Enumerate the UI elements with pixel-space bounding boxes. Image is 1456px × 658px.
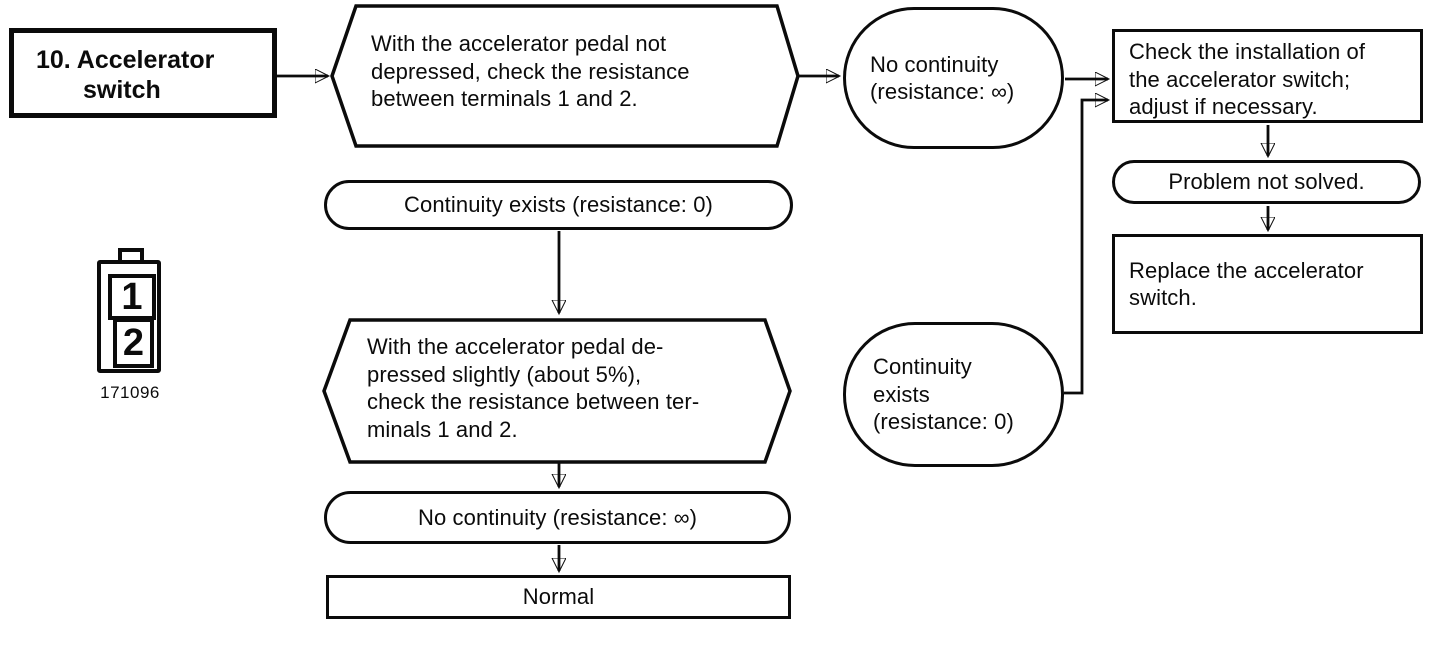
pill-label: Problem not solved. [1168, 169, 1365, 195]
box-normal: Normal [326, 575, 791, 619]
text-line: No continuity [870, 51, 999, 77]
pill-problem-not-solved: Problem not solved. [1112, 160, 1421, 204]
text-line: minals 1 and 2. [367, 416, 518, 442]
text-line: pressed slightly (about 5%), [367, 361, 642, 387]
pill-no-continuity: No continuity (resistance: ∞) [324, 491, 791, 544]
test1-hexagon-text: With the accelerator pedal not depressed… [371, 30, 786, 113]
oval-no-continuity: No continuity (resistance: ∞) [843, 7, 1064, 149]
text-line: Continuity [873, 354, 972, 380]
hexagon-test1-outline [330, 4, 800, 148]
pill-label: Continuity exists (resistance: 0) [404, 192, 713, 218]
oval-continuity-exists: Continuity exists (resistance: 0) [843, 322, 1064, 467]
item-number-box: 10. Accelerator switch [9, 28, 277, 118]
text-line: switch. [1129, 285, 1197, 310]
part-number-label: 171096 [100, 383, 160, 402]
box-check-installation: Check the installation of the accelerato… [1112, 29, 1423, 123]
pill-continuity-exists: Continuity exists (resistance: 0) [324, 180, 793, 230]
test2-hexagon-text: With the accelerator pedal de- pressed s… [367, 333, 792, 443]
text-line: check the resistance between ter- [367, 389, 700, 414]
text-line: adjust if necessary. [1129, 94, 1318, 119]
item-box-line: 10. Accelerator [36, 46, 215, 74]
text-line: With the accelerator pedal de- [367, 334, 664, 359]
pill-label: No continuity (resistance: ∞) [417, 504, 698, 530]
text-line: Replace the accelerator [1129, 257, 1364, 283]
terminal-2-label: 2 [122, 321, 145, 364]
text-line: (resistance: ∞) [870, 79, 1015, 104]
text-line: between terminals 1 and 2. [371, 86, 638, 111]
normal-label: Normal [522, 584, 595, 610]
text-line: (resistance: 0) [873, 409, 1014, 435]
text-line: Check the installation of [1129, 39, 1366, 64]
box-replace-switch: Replace the accelerator switch. [1112, 234, 1423, 334]
arrow-oval2-up-to-check-box [1064, 100, 1108, 395]
terminal-1-cell: 1 [108, 274, 156, 320]
hexagon-test2-outline [322, 318, 792, 464]
text-line: the accelerator switch; [1129, 66, 1351, 92]
text-line: With the accelerator pedal not [371, 31, 667, 56]
text-line: exists [873, 381, 930, 407]
item-box-line: switch [83, 76, 161, 104]
terminal-1-label: 1 [121, 275, 143, 318]
terminal-2-cell: 2 [113, 318, 154, 368]
text-line: depressed, check the resistance [371, 58, 690, 84]
